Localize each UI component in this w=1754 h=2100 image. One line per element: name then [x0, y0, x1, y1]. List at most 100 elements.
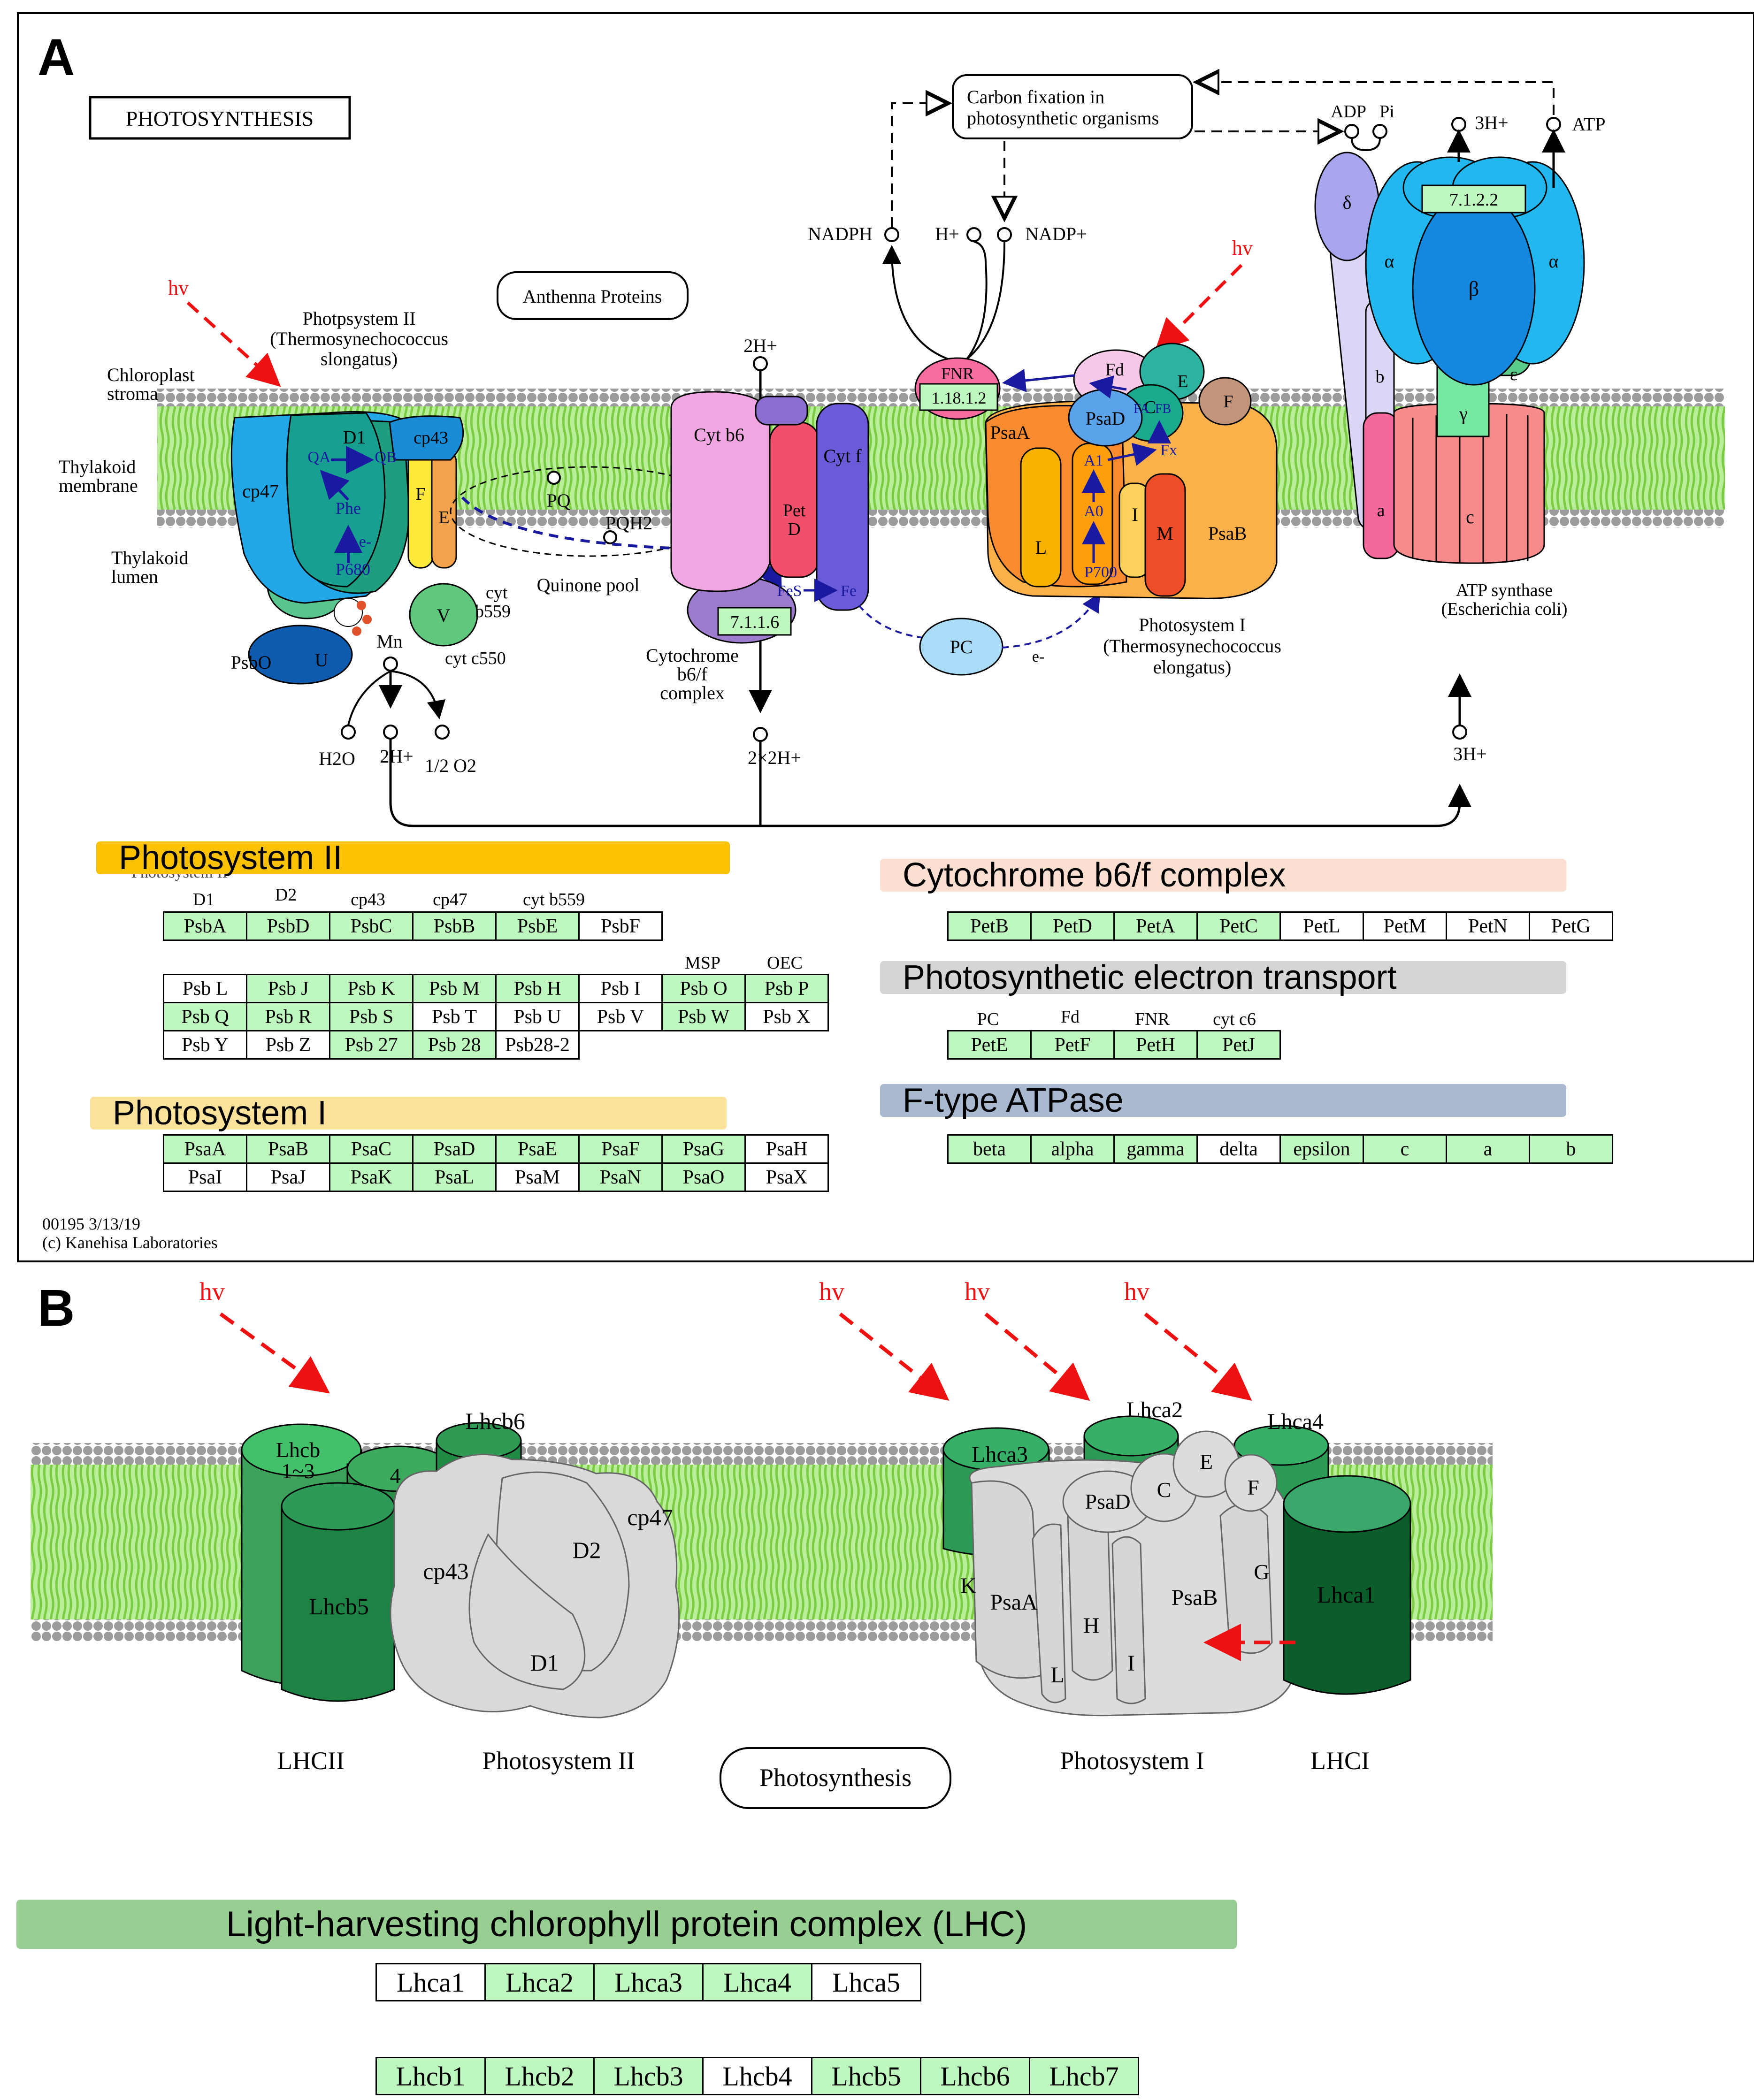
gene-cell[interactable]: Psb X [744, 1002, 829, 1031]
gene-cell[interactable]: PsaG [661, 1134, 746, 1164]
gene-cell[interactable]: Psb H [495, 974, 580, 1003]
title-box [89, 96, 351, 140]
gene-cell[interactable]: Psb S [329, 1002, 414, 1031]
gene-cell[interactable]: PetD [1030, 911, 1115, 941]
gene-cell[interactable]: PsaL [412, 1162, 497, 1192]
gene-cell[interactable]: PetG [1529, 911, 1613, 941]
gene-cell[interactable]: Psb Q [163, 1002, 247, 1031]
svg-text:cp43: cp43 [423, 1558, 468, 1584]
gene-cell[interactable]: Psb J [246, 974, 330, 1003]
gene-cell[interactable]: Psb P [744, 974, 829, 1003]
gene-cell[interactable]: gamma [1113, 1134, 1198, 1164]
gene-cell[interactable]: Psb M [412, 974, 497, 1003]
gene-cell[interactable]: a [1446, 1134, 1530, 1164]
lumen-label-1: Thylakoid [111, 547, 188, 568]
gene-cell[interactable]: Psb O [661, 974, 746, 1003]
gene-cell[interactable]: Lhcb4 [702, 2057, 812, 2095]
gene-cell[interactable]: PsaJ [246, 1162, 330, 1192]
gene-cell[interactable]: PetJ [1196, 1030, 1281, 1060]
psii-header-msp: MSP [684, 953, 721, 973]
gene-cell[interactable]: epsilon [1279, 1134, 1364, 1164]
gene-cell[interactable]: PsaK [329, 1162, 414, 1192]
gene-cell[interactable]: PsaN [578, 1162, 663, 1192]
photosynthesis-button[interactable] [720, 1747, 951, 1809]
gene-cell[interactable]: PetH [1113, 1030, 1198, 1060]
svg-text:(Thermosynechococcus: (Thermosynechococcus [270, 328, 448, 349]
gene-cell[interactable]: PsaF [578, 1134, 663, 1164]
gene-cell[interactable]: PsbB [412, 911, 497, 941]
gene-cell[interactable]: Psb L [163, 974, 247, 1003]
gene-cell[interactable]: Psb U [495, 1002, 580, 1031]
svg-text:Photpsystem II: Photpsystem II [302, 308, 415, 329]
gene-cell[interactable]: PsaM [495, 1162, 580, 1192]
anthenna-proteins-box[interactable] [497, 271, 689, 320]
svg-text:L: L [1035, 537, 1047, 558]
svg-text:a: a [1377, 501, 1385, 520]
gene-cell[interactable]: Lhcb3 [593, 2057, 704, 2095]
gene-cell[interactable]: Lhca3 [593, 1963, 704, 2001]
gene-cell[interactable]: PetC [1196, 911, 1281, 941]
cytb6f-complex: 2H+ Cyt b6 Pet D Cyt f FeS Fe 7.1.1.6 Cy… [646, 335, 869, 768]
gene-cell[interactable]: PsbF [578, 911, 663, 941]
gene-cell[interactable]: Lhcb2 [484, 2057, 595, 2095]
gene-cell[interactable]: Psb K [329, 974, 414, 1003]
gene-cell[interactable]: Psb 27 [329, 1030, 414, 1060]
gene-cell[interactable]: Lhca1 [375, 1963, 486, 2001]
gene-cell[interactable]: PsaX [744, 1162, 829, 1192]
svg-text:E: E [438, 508, 449, 527]
gene-cell[interactable]: beta [947, 1134, 1032, 1164]
gene-cell[interactable]: Lhcb6 [920, 2057, 1030, 2095]
gene-cell[interactable]: Psb R [246, 1002, 330, 1031]
svg-text:C: C [1157, 1478, 1172, 1502]
gene-cell[interactable]: PsaD [412, 1134, 497, 1164]
gene-cell[interactable]: PsaB [246, 1134, 330, 1164]
gene-cell[interactable]: PsaA [163, 1134, 247, 1164]
gene-cell[interactable]: PsaI [163, 1162, 247, 1192]
psii-complex: Photpsystem II (Thermosynechococcus slon… [231, 308, 511, 776]
svg-text:D: D [788, 519, 800, 539]
gene-cell[interactable]: Psb I [578, 974, 663, 1003]
gene-cell[interactable]: PsbD [246, 911, 330, 941]
gene-cell[interactable]: Lhca2 [484, 1963, 595, 2001]
gene-cell[interactable]: PsbC [329, 911, 414, 941]
gene-cell[interactable]: alpha [1030, 1134, 1115, 1164]
gene-cell[interactable]: Lhca4 [702, 1963, 812, 2001]
gene-cell[interactable]: Psb V [578, 1002, 663, 1031]
gene-cell[interactable]: c [1363, 1134, 1447, 1164]
gene-cell[interactable]: Psb28-2 [495, 1030, 580, 1060]
gene-cell[interactable]: PsbA [163, 911, 247, 941]
gene-cell[interactable]: PetB [947, 911, 1032, 941]
gene-cell[interactable]: PsaH [744, 1134, 829, 1164]
svg-text:ADP: ADP [1331, 102, 1366, 122]
gene-cell[interactable]: PetA [1113, 911, 1198, 941]
banner-photosystem-ii: Photosystem II [96, 841, 730, 875]
carbon-fixation-link[interactable]: Carbon fixation in photosynthetic organi… [952, 74, 1193, 139]
psii-header-d2: D2 [275, 885, 297, 905]
gene-cell[interactable]: PetF [1030, 1030, 1115, 1060]
gene-cell[interactable]: Psb Y [163, 1030, 247, 1060]
svg-text:PsbO: PsbO [231, 652, 272, 673]
gene-cell[interactable]: Lhcb1 [375, 2057, 486, 2095]
gene-cell[interactable]: Psb Z [246, 1030, 330, 1060]
gene-cell[interactable]: PsbE [495, 911, 580, 941]
gene-cell[interactable]: b [1529, 1134, 1613, 1164]
gene-cell[interactable]: PsaE [495, 1134, 580, 1164]
gene-cell[interactable]: PsaO [661, 1162, 746, 1192]
gene-cell[interactable]: Lhca5 [811, 1963, 921, 2001]
gene-cell[interactable]: PetL [1279, 911, 1364, 941]
gene-cell[interactable]: Psb T [412, 1002, 497, 1031]
gene-cell[interactable]: delta [1196, 1134, 1281, 1164]
svg-text:cyt: cyt [486, 583, 508, 603]
proton-return-line [389, 739, 1471, 827]
svg-text:Pet: Pet [783, 501, 806, 520]
gene-cell[interactable]: PetE [947, 1030, 1032, 1060]
gene-cell[interactable]: Psb W [661, 1002, 746, 1031]
gene-cell[interactable]: Lhcb7 [1029, 2057, 1139, 2095]
gene-cell[interactable]: PetN [1446, 911, 1530, 941]
gene-cell[interactable]: PetM [1363, 911, 1447, 941]
b-light-label-3: hv [965, 1277, 990, 1306]
gene-cell[interactable]: Lhcb5 [811, 2057, 921, 2095]
gene-cell[interactable]: PsaC [329, 1134, 414, 1164]
gene-cell[interactable]: Psb 28 [412, 1030, 497, 1060]
